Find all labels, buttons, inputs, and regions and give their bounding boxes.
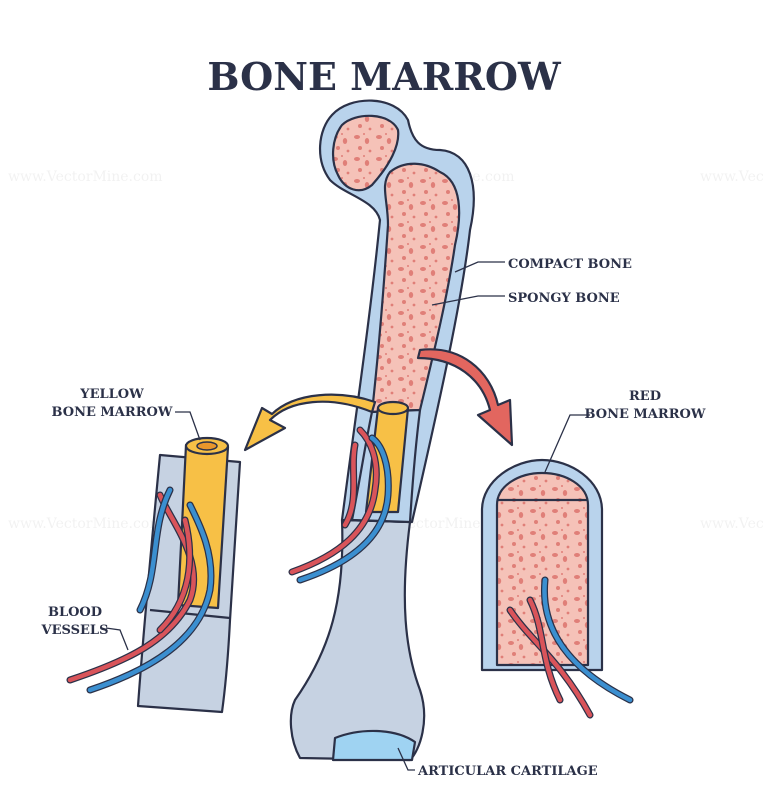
yellow-marrow-leader <box>175 411 201 441</box>
label-blood-vessels-1: BLOOD <box>48 605 102 620</box>
diagram-title: BONE MARROW <box>207 54 562 99</box>
label-spongy-bone: SPONGY BONE <box>508 291 620 306</box>
label-yellow-marrow-2: BONE MARROW <box>52 405 173 420</box>
label-blood-vessels-2: VESSELS <box>41 623 109 638</box>
red-marrow-leader <box>544 414 590 473</box>
blood-vessels-right <box>506 576 634 719</box>
blood-vessels-leader <box>105 627 129 651</box>
svg-text:www.VectorMine.com: www.VectorMine.com <box>8 516 163 532</box>
blood-vessels-left <box>66 486 215 694</box>
svg-text:www.Vec: www.Vec <box>700 169 764 185</box>
svg-text:www.VectorMine.com: www.VectorMine.com <box>8 169 163 185</box>
svg-text:www.Vec: www.Vec <box>700 516 764 532</box>
blood-vessels-bone <box>288 426 392 584</box>
red-marrow-spongy <box>495 471 590 667</box>
cartilage-leader <box>397 747 415 771</box>
red-arrow <box>416 348 514 447</box>
label-red-marrow-1: RED <box>629 389 661 404</box>
label-red-marrow-2: BONE MARROW <box>585 407 706 422</box>
femur-head-spongy <box>332 114 400 192</box>
lower-bone <box>289 518 426 762</box>
yellow-marrow-top <box>376 400 410 416</box>
label-compact-bone: COMPACT BONE <box>508 257 632 272</box>
articular-cartilage <box>331 729 417 762</box>
yellow-arrow <box>243 393 377 452</box>
spongy-bone <box>370 162 461 414</box>
spongy-bone-leader <box>431 295 505 306</box>
label-articular-cartilage: ARTICULAR CARTILAGE <box>417 764 598 779</box>
label-yellow-marrow-1: YELLOW <box>79 387 144 402</box>
compact-bone-leader <box>454 261 505 273</box>
